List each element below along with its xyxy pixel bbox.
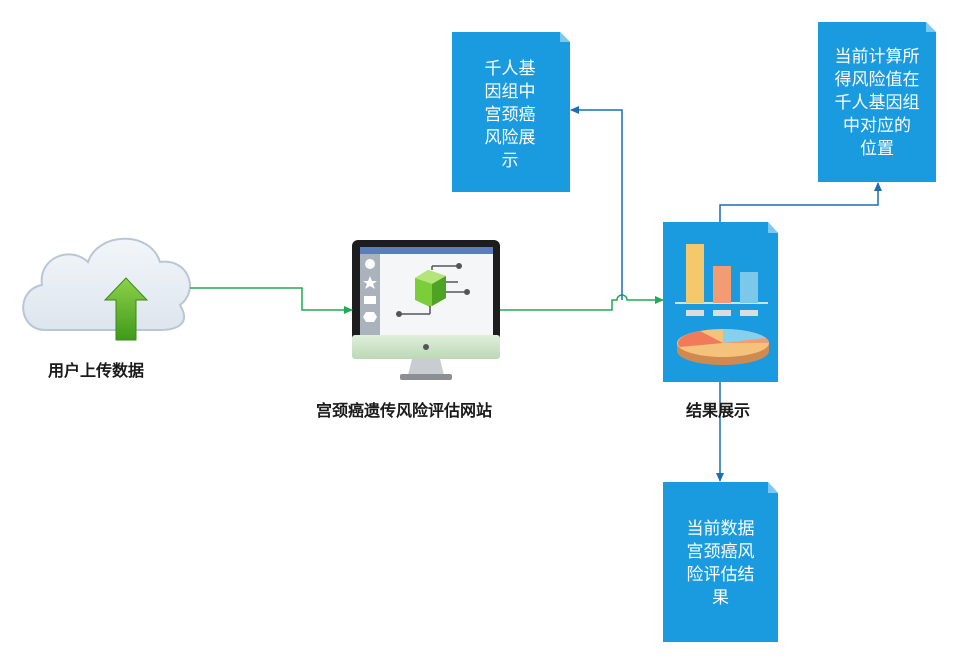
cloud-upload-icon — [22, 237, 191, 341]
arrow-result-to-position-doc — [719, 182, 882, 222]
document-population-risk-text: 千人基 因组中 宫颈癌 风险展 示 — [484, 59, 536, 171]
document-risk-position — [818, 22, 936, 182]
arrow-upload-to-website — [190, 287, 353, 314]
website-label: 宫颈癌遗传风险评估网站 — [316, 401, 493, 420]
arrow-result-to-population-doc — [570, 106, 623, 300]
document-current-result-text: 当前数据 宫颈癌风 险评估结 果 — [686, 519, 755, 608]
upload-label: 用户上传数据 — [48, 361, 145, 380]
chart-document-icon — [663, 222, 778, 382]
document-risk-position-text: 当前计算所 得风险值在 千人基因组 中对应的 位置 — [834, 47, 920, 159]
document-current-result — [663, 482, 778, 642]
document-population-risk — [452, 32, 570, 192]
result-label: 结果展示 — [686, 401, 751, 420]
monitor-icon — [352, 240, 500, 380]
arrow-website-to-result — [500, 294, 664, 311]
